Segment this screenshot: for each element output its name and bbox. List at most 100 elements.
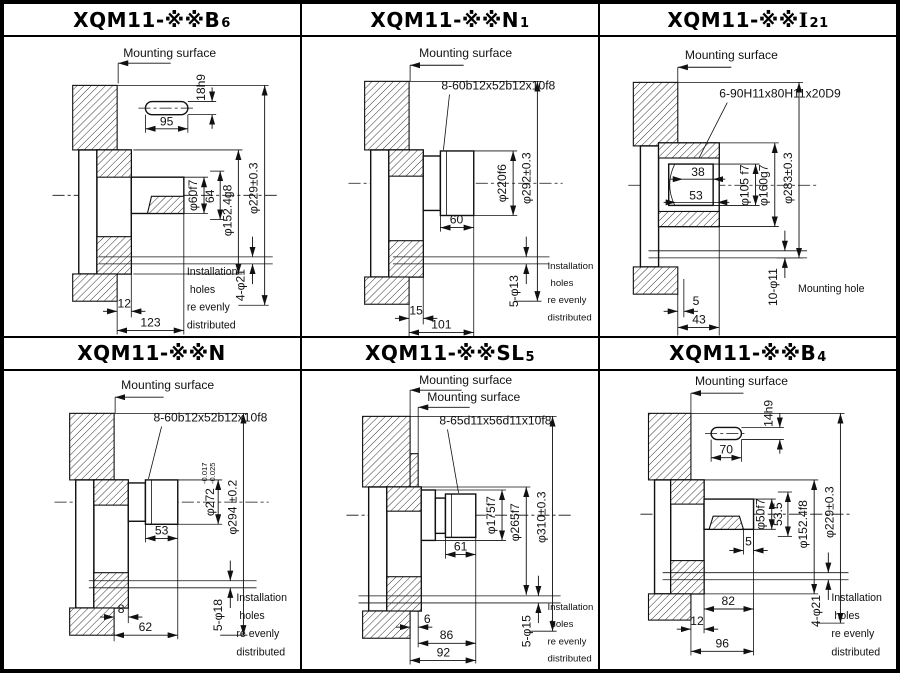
flange-drawing-b6: Mounting surface 95 18h9 φ60f7 <box>52 46 277 335</box>
hub <box>422 155 442 212</box>
note-line: re evenly <box>187 301 231 313</box>
spline-spec-label: 8-60b12x52b12x10f8 <box>154 410 268 424</box>
title-text: XQM11-※※ <box>73 7 205 32</box>
installation-note: Installation holes re evenly distributed <box>187 266 238 331</box>
dim-101: 101 <box>431 317 451 331</box>
mounting-surface-label: Mounting surface <box>121 378 214 392</box>
diameter-dims: φ220f6 φ292±0.3 <box>409 80 542 302</box>
note-line: distributed <box>547 653 591 664</box>
dim-12: 12 <box>117 296 131 310</box>
mounting-surface-callout: Mounting surface Mounting surface <box>409 373 521 454</box>
drawing-area: Mounting surface Mounting surface 8-65d1… <box>302 371 598 670</box>
note-line: holes <box>551 619 574 630</box>
dim-bore-dia: φ105 f7 <box>737 164 751 206</box>
title-text: XQM11-※※ <box>364 341 497 365</box>
mounting-surface-callout: Mounting surface <box>114 378 214 413</box>
diameter-dims: φ152.4f8 φ229±0.3 <box>690 412 845 624</box>
dim-holes: 5-φ13 <box>507 275 521 307</box>
dim-38: 38 <box>691 165 705 179</box>
title-base: N <box>208 341 226 365</box>
dim-pilot-dia: φ152.4g8 <box>220 184 234 236</box>
bolt-hole-projection: 4-φ21 <box>98 236 273 301</box>
spline-socket <box>667 163 714 207</box>
bolt-hole-projection: 10-φ11 Mounting hole <box>648 230 865 306</box>
spline-spec-label: 8-65d11x56d11x10f8 <box>439 413 551 427</box>
dim-43: 43 <box>692 312 706 326</box>
note-line: Installation <box>547 261 593 272</box>
flange-section <box>647 412 755 621</box>
dim-tolerance-upper: -0.017 <box>200 462 209 483</box>
dim-61: 61 <box>454 539 468 553</box>
mounting-surface-label-2: Mounting surface <box>427 390 520 404</box>
title-base: B <box>800 341 817 365</box>
note-line: re evenly <box>831 628 875 640</box>
mounting-surface-label: Mounting surface <box>123 46 216 60</box>
dim-hub-dia: φ272 <box>203 487 217 515</box>
dim-holes: 5-φ15 <box>519 614 533 646</box>
mounting-surface-callout: Mounting surface <box>117 46 216 84</box>
mounting-surface-label: Mounting surface <box>685 48 778 62</box>
note-line: holes <box>239 610 264 622</box>
panel-n: XQM11-※※N Mounting surface 8-60b1 <box>3 336 301 670</box>
dim-bolt-circle: φ292±0.3 <box>519 152 533 204</box>
note-line: holes <box>834 610 859 622</box>
drawing-area: Mounting surface 95 18h9 φ60f7 <box>4 37 300 336</box>
dim-62: 62 <box>139 620 153 634</box>
note-line: distributed <box>831 646 880 658</box>
spline-shaft <box>439 150 475 217</box>
bolt-hole-projection: 5-φ18 <box>88 560 257 631</box>
bolt-hole-projection: 4-φ21 <box>662 552 849 627</box>
note-line: Installation <box>187 266 238 278</box>
dim-8: 8 <box>118 602 125 616</box>
diameter-dims: φ105 f7 φ160g7 φ283±0.3 <box>677 81 804 259</box>
dim-53-5: 53.5 <box>771 502 785 526</box>
note-line: distributed <box>547 312 591 323</box>
title-base: I <box>798 7 809 32</box>
title-subscript: 4 <box>817 349 827 365</box>
dim-hub-dia-group: φ272 -0.017 -0.025 <box>200 462 217 516</box>
note-line: Installation <box>236 591 287 603</box>
key-detail: 95 18h9 <box>138 74 217 133</box>
key-detail: 70 14h9 <box>705 399 784 462</box>
dim-5: 5 <box>745 534 752 548</box>
length-dims: 60 15 101 <box>394 213 475 336</box>
title-subscript: 1 <box>520 16 530 31</box>
dim-holes: 5-φ18 <box>211 598 225 630</box>
installation-note: Installation holes re evenly distributed <box>236 591 287 657</box>
title-base: B <box>204 7 221 32</box>
mounting-surface-label: Mounting surface <box>419 373 512 387</box>
title-text: XQM11-※※ <box>370 7 502 32</box>
dim-holes: 10-φ11 <box>766 268 780 306</box>
dim-53: 53 <box>689 188 703 202</box>
diameter-dims: φ272 -0.017 -0.025 φ294 ±0.2 <box>114 412 248 636</box>
drawing-area: Mounting surface 70 14h9 5 <box>600 371 896 670</box>
flange-drawing-n1: Mounting surface 8-60b12x52b12x10f8 60 1… <box>348 46 593 336</box>
dim-key-length: 95 <box>160 115 174 129</box>
dim-key-height: 18h9 <box>194 74 208 101</box>
dim-hub-dia: φ220f6 <box>495 164 509 202</box>
note-line: re evenly <box>547 295 586 306</box>
note-line: holes <box>190 284 215 296</box>
flange-section <box>69 412 179 636</box>
shaft-dims: 5 φ50f7 53.5 <box>729 491 792 555</box>
note-line: distributed <box>187 319 236 331</box>
dim-spigot-dia: φ160g7 <box>757 164 771 206</box>
bolt-hole-projection: 5-φ13 <box>392 236 550 307</box>
flange-section <box>72 84 185 302</box>
dim-spigot-dia: φ265f7 <box>508 502 522 540</box>
drawing-area: Mounting surface 6-90H11x80H11x20D9 38 5… <box>600 37 896 336</box>
mounting-surface-callout: Mounting surface <box>677 48 778 83</box>
spline-callout: 8-60b12x52b12x10f8 <box>441 78 556 150</box>
dim-pilot-dia: φ175f7 <box>484 495 498 533</box>
dim-bolt-circle: φ229±0.3 <box>247 162 261 214</box>
title-text: XQM11-※※ <box>669 341 801 365</box>
dim-12: 12 <box>690 614 704 628</box>
taper-key-section <box>708 515 745 530</box>
installation-note: Installation holes re evenly distributed <box>831 591 882 657</box>
